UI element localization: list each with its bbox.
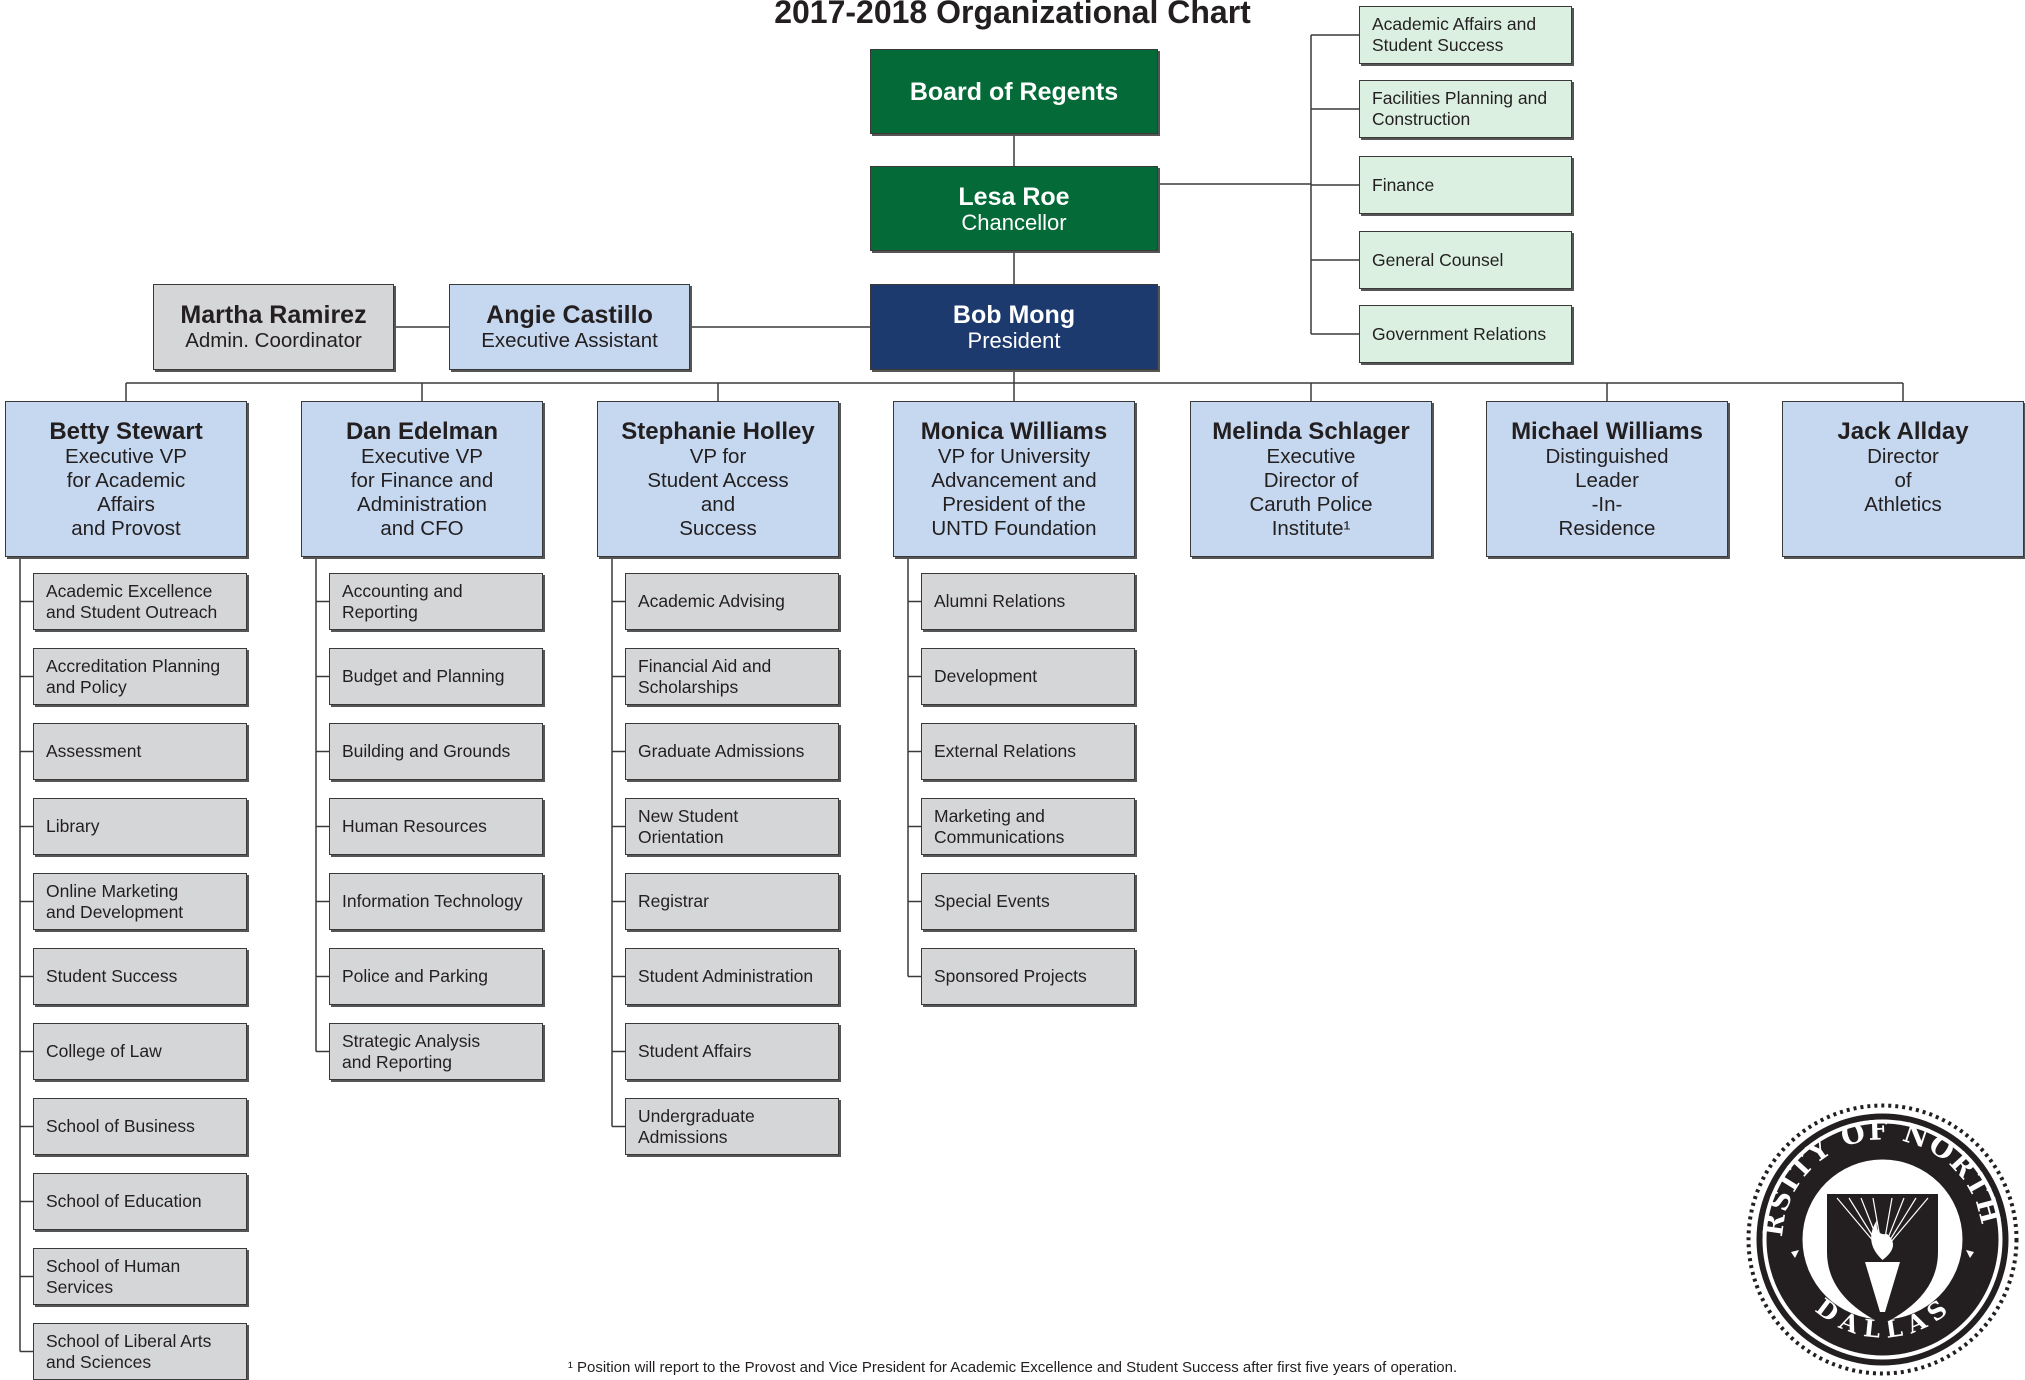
president-box[interactable]: Bob Mong President (870, 284, 1158, 370)
staff-title: Executive VP for Finance and Administrat… (350, 445, 494, 540)
department-box[interactable]: Undergraduate Admissions (625, 1098, 839, 1155)
department-box[interactable]: New Student Orientation (625, 798, 839, 855)
university-seal: UNIVERSITY OF NORTH TEXAS DALLAS (1745, 1102, 2019, 1376)
coordinator-name: Martha Ramirez (180, 301, 367, 329)
staff-name: Jack Allday (1837, 418, 1969, 445)
system-office-box[interactable]: General Counsel (1359, 231, 1572, 289)
seal-star-right (1966, 1250, 1974, 1258)
department-box[interactable]: College of Law (33, 1023, 247, 1080)
board-of-regents-box[interactable]: Board of Regents (870, 49, 1158, 134)
staff-title: VP for Student Access and Success (647, 445, 789, 540)
department-box[interactable]: Building and Grounds (329, 723, 543, 780)
department-box[interactable]: Assessment (33, 723, 247, 780)
assistant-title: Executive Assistant (481, 329, 658, 352)
department-box[interactable]: Development (921, 648, 1135, 705)
department-box[interactable]: Information Technology (329, 873, 543, 930)
page-title: 2017-2018 Organizational Chart (774, 0, 1251, 30)
department-box[interactable]: Special Events (921, 873, 1135, 930)
executive-assistant-box[interactable]: Angie Castillo Executive Assistant (449, 284, 690, 370)
department-box[interactable]: Student Affairs (625, 1023, 839, 1080)
system-office-box[interactable]: Academic Affairs and Student Success (1359, 6, 1572, 64)
department-box[interactable]: Accreditation Planning and Policy (33, 648, 247, 705)
department-box[interactable]: School of Education (33, 1173, 247, 1230)
department-box[interactable]: Academic Advising (625, 573, 839, 630)
department-box[interactable]: Registrar (625, 873, 839, 930)
assistant-name: Angie Castillo (486, 301, 653, 329)
seal-torch (1865, 1262, 1900, 1312)
department-box[interactable]: Marketing and Communications (921, 798, 1135, 855)
president-title: President (967, 328, 1061, 353)
system-office-box[interactable]: Government Relations (1359, 305, 1572, 363)
system-office-box[interactable]: Facilities Planning and Construction (1359, 80, 1572, 138)
department-box[interactable]: Student Success (33, 948, 247, 1005)
system-office-box[interactable]: Finance (1359, 156, 1572, 214)
seal-star-left (1791, 1250, 1799, 1258)
department-box[interactable]: Graduate Admissions (625, 723, 839, 780)
staff-name: Dan Edelman (345, 418, 499, 445)
department-box[interactable]: Accounting and Reporting (329, 573, 543, 630)
staff-title: Executive Director of Caruth Police Inst… (1249, 445, 1373, 540)
department-box[interactable]: Police and Parking (329, 948, 543, 1005)
department-box[interactable]: Academic Excellence and Student Outreach (33, 573, 247, 630)
board-name: Board of Regents (909, 77, 1119, 106)
department-box[interactable]: Human Resources (329, 798, 543, 855)
staff-title: Executive VP for Academic Affairs and Pr… (65, 445, 187, 540)
chancellor-name: Lesa Roe (958, 182, 1070, 211)
department-box[interactable]: Online Marketing and Development (33, 873, 247, 930)
department-box[interactable]: Budget and Planning (329, 648, 543, 705)
department-box[interactable]: School of Business (33, 1098, 247, 1155)
staff-name: Michael Williams (1511, 418, 1703, 445)
staff-name: Monica Williams (920, 418, 1108, 445)
department-box[interactable]: Student Administration (625, 948, 839, 1005)
department-box[interactable]: Sponsored Projects (921, 948, 1135, 1005)
staff-name: Betty Stewart (49, 418, 203, 445)
staff-title: VP for University Advancement and Presid… (931, 445, 1097, 540)
coordinator-title: Admin. Coordinator (185, 329, 362, 352)
staff-title: Director of Athletics (1864, 445, 1942, 516)
department-box[interactable]: Financial Aid and Scholarships (625, 648, 839, 705)
department-box[interactable]: Library (33, 798, 247, 855)
staff-title: Distinguished Leader -In- Residence (1545, 445, 1669, 540)
chancellor-title: Chancellor (961, 209, 1067, 235)
seal-flame-icon (1871, 1220, 1894, 1260)
department-box[interactable]: Strategic Analysis and Reporting (329, 1023, 543, 1080)
staff-name: Melinda Schlager (1212, 418, 1410, 445)
staff-name: Stephanie Holley (621, 418, 815, 445)
admin-coordinator-box[interactable]: Martha Ramirez Admin. Coordinator (153, 284, 394, 370)
footnote: ¹ Position will report to the Provost an… (567, 1359, 1458, 1376)
president-name: Bob Mong (952, 301, 1076, 329)
department-box[interactable]: External Relations (921, 723, 1135, 780)
department-box[interactable]: Alumni Relations (921, 573, 1135, 630)
department-box[interactable]: School of Human Services (33, 1248, 247, 1305)
chancellor-box[interactable]: Lesa Roe Chancellor (870, 166, 1158, 251)
